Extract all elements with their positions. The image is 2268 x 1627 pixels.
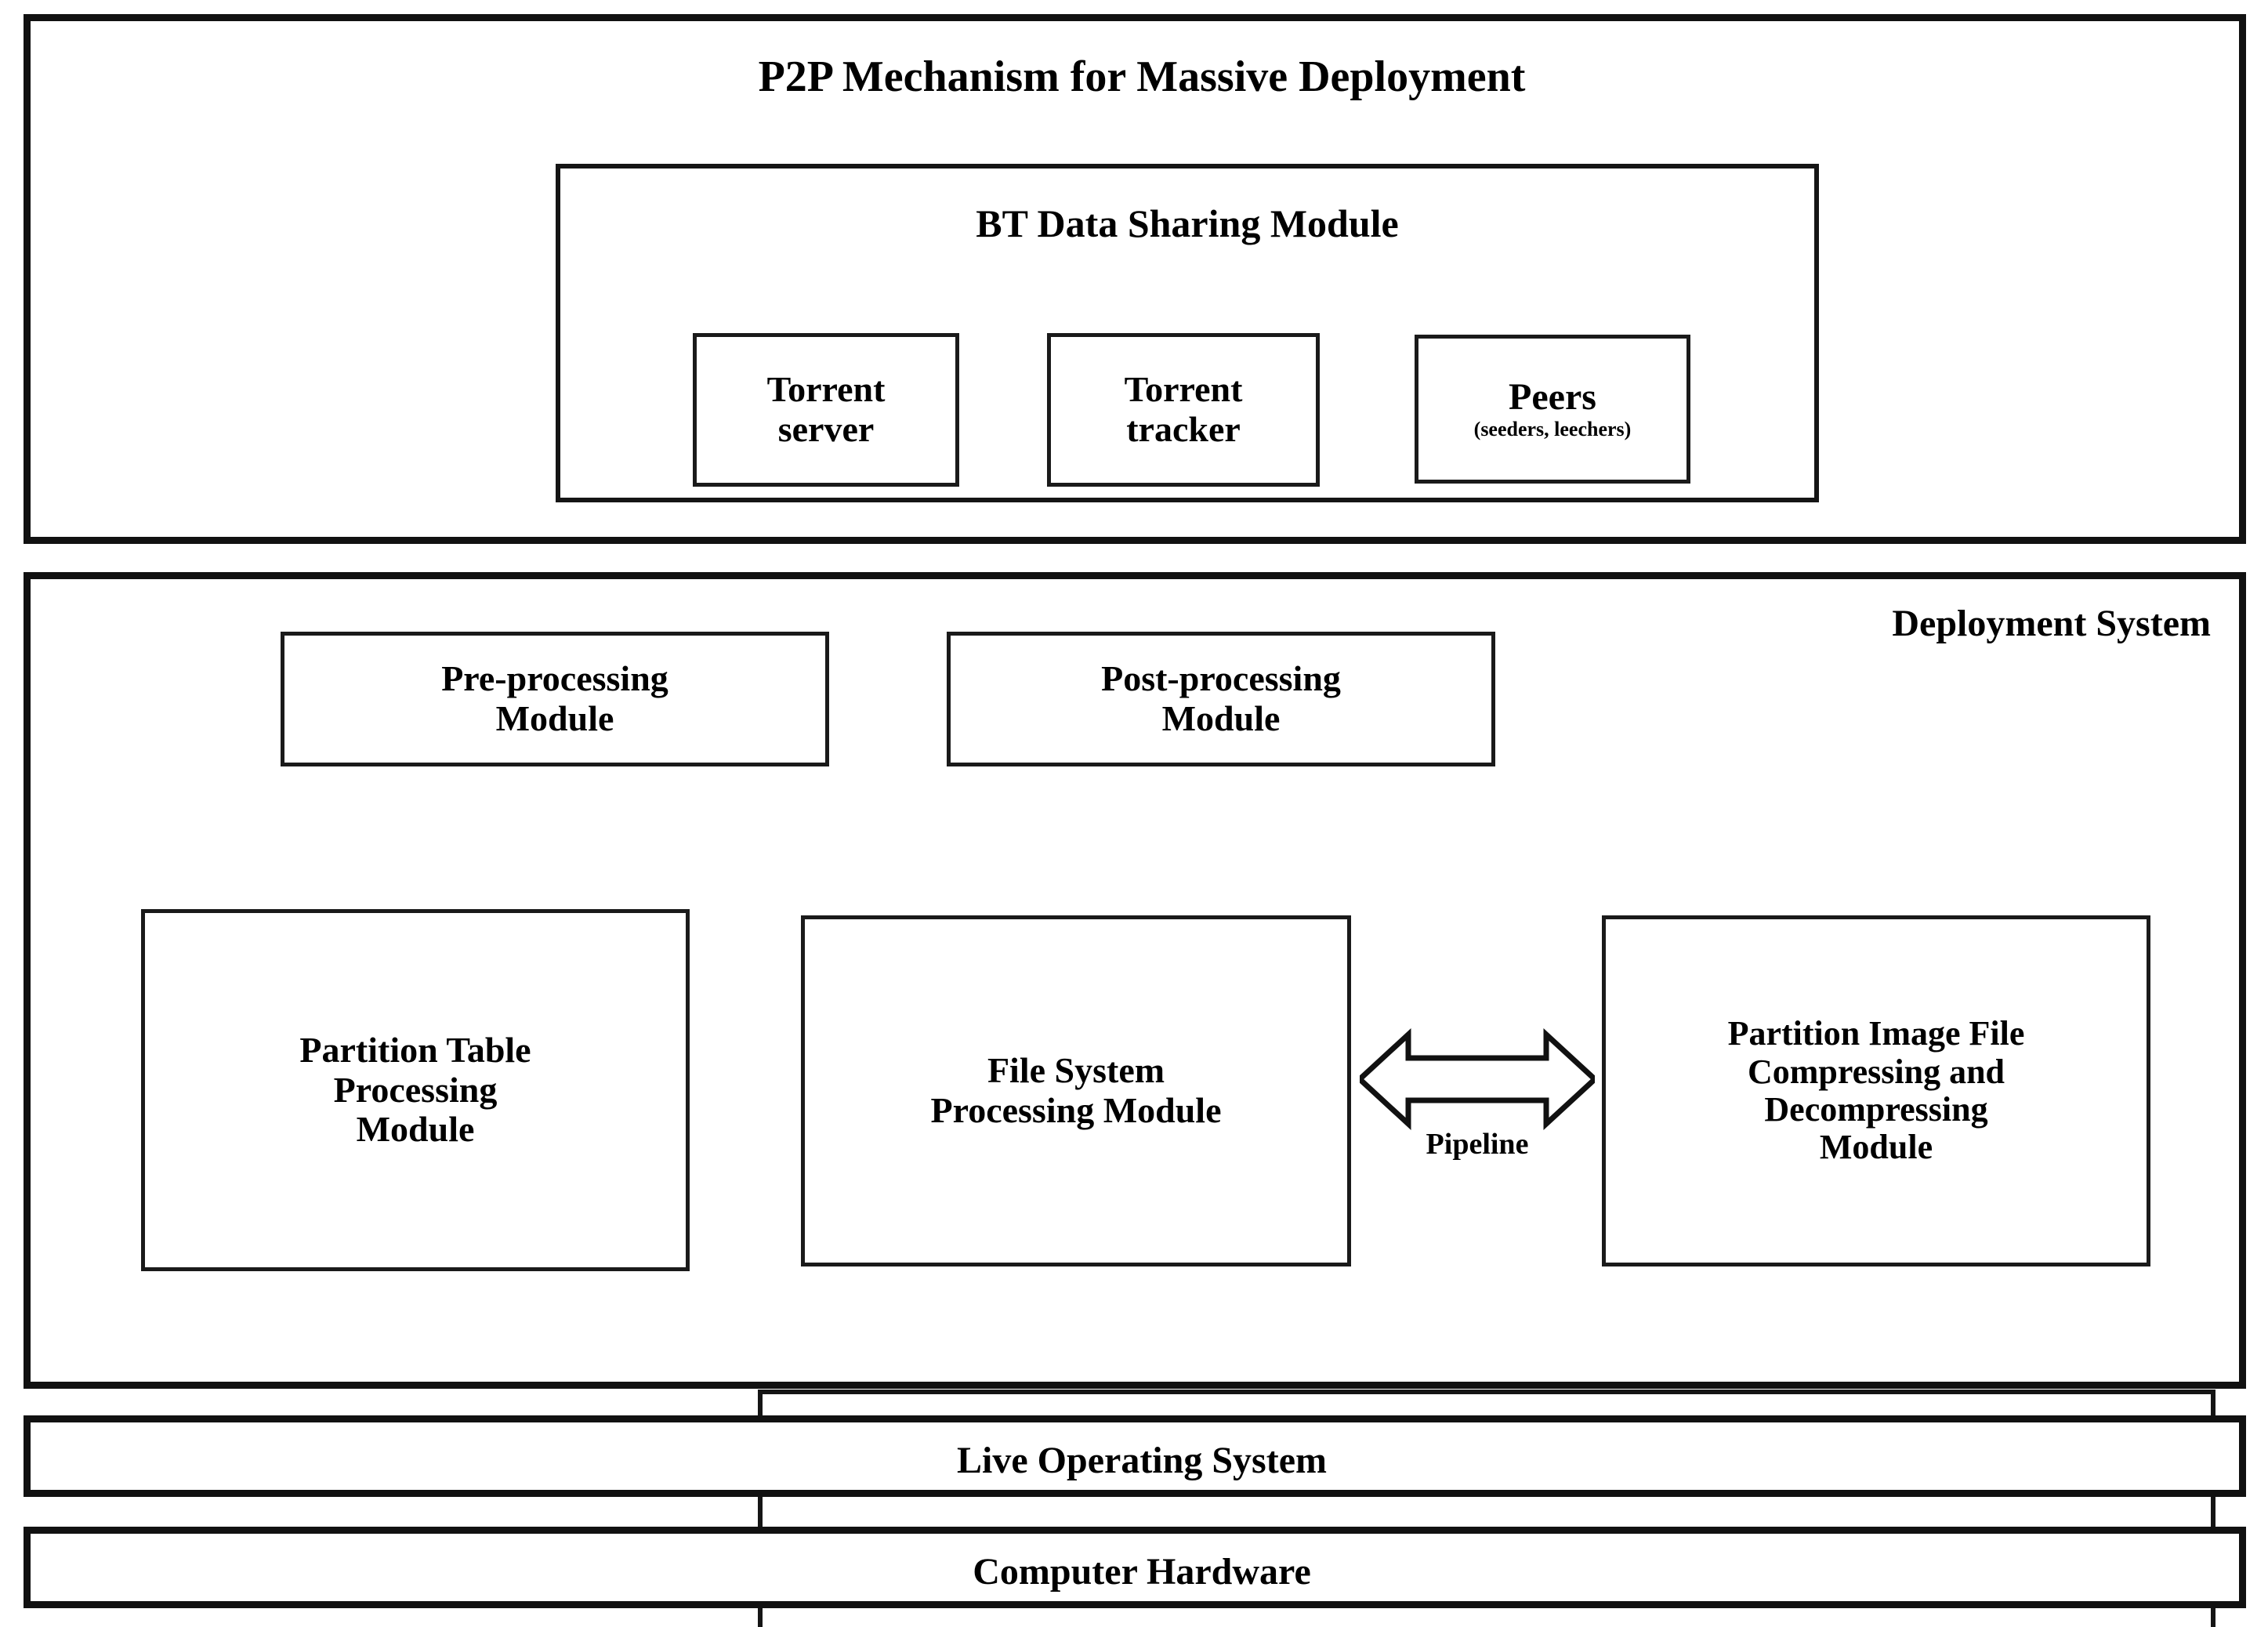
layer-p2p-mechanism-title: P2P Mechanism for Massive Deployment [758, 53, 1526, 101]
module-partition-table-line2: Processing [333, 1069, 498, 1110]
double-headed-arrow-icon [1360, 1028, 1595, 1130]
module-partition-table-processing: Partition Table Processing Module [141, 909, 690, 1271]
module-pre-processing: Pre-processing Module [281, 632, 829, 766]
node-torrent-server-line1: Torrent [766, 369, 886, 410]
module-file-system-line2: Processing Module [930, 1090, 1222, 1130]
module-pre-processing-line2: Module [495, 698, 614, 738]
module-partition-table-processing-label: Partition Table Processing Module [292, 1031, 538, 1150]
node-torrent-tracker-label: Torrent tracker [1117, 370, 1251, 449]
layer-deployment-system-title: Deployment System [1892, 603, 2211, 644]
node-torrent-tracker: Torrent tracker [1047, 333, 1320, 487]
module-file-system-processing: File System Processing Module [801, 915, 1351, 1266]
module-post-processing-line2: Module [1161, 698, 1281, 738]
module-partition-image-compression: Partition Image File Compressing and Dec… [1602, 915, 2150, 1266]
module-pre-processing-label: Pre-processing Module [433, 659, 676, 738]
layer-live-operating-system: Live Operating System [24, 1415, 2246, 1497]
node-peers: Peers (seeders, leechers) [1415, 335, 1690, 484]
node-torrent-tracker-line2: tracker [1126, 409, 1241, 449]
module-pre-processing-line1: Pre-processing [441, 658, 668, 699]
node-torrent-tracker-line1: Torrent [1124, 369, 1243, 410]
module-partition-table-line1: Partition Table [299, 1030, 531, 1071]
node-torrent-server-line2: server [777, 409, 875, 449]
bt-data-sharing-module-title: BT Data Sharing Module [976, 201, 1399, 245]
module-partition-table-line3: Module [356, 1109, 475, 1150]
module-post-processing: Post-processing Module [947, 632, 1495, 766]
module-compression-line2: Compressing and [1747, 1052, 2005, 1091]
node-peers-title: Peers [1509, 376, 1596, 419]
module-compression-line1: Partition Image File [1727, 1014, 2025, 1053]
layer-p2p-mechanism: P2P Mechanism for Massive Deployment BT … [24, 14, 2246, 544]
module-compression-line4: Module [1819, 1128, 1933, 1167]
node-peers-sublabel: (seeders, leechers) [1473, 418, 1632, 441]
module-compression-line3: Decompressing [1764, 1090, 1988, 1129]
module-partition-image-compression-label: Partition Image File Compressing and Dec… [1720, 1014, 2033, 1167]
layer-computer-hardware-title: Computer Hardware [973, 1551, 1311, 1593]
layer-computer-hardware: Computer Hardware [24, 1527, 2246, 1608]
module-post-processing-label: Post-processing Module [1093, 659, 1349, 738]
node-torrent-server-label: Torrent server [759, 370, 893, 449]
module-file-system-processing-label: File System Processing Module [923, 1051, 1230, 1130]
module-file-system-line1: File System [987, 1050, 1165, 1091]
node-torrent-server: Torrent server [693, 333, 959, 487]
layer-live-operating-system-title: Live Operating System [957, 1440, 1327, 1481]
module-post-processing-line1: Post-processing [1101, 658, 1341, 699]
node-peers-label: Peers (seeders, leechers) [1466, 376, 1639, 441]
pipeline-connector-label: Pipeline [1426, 1128, 1529, 1161]
